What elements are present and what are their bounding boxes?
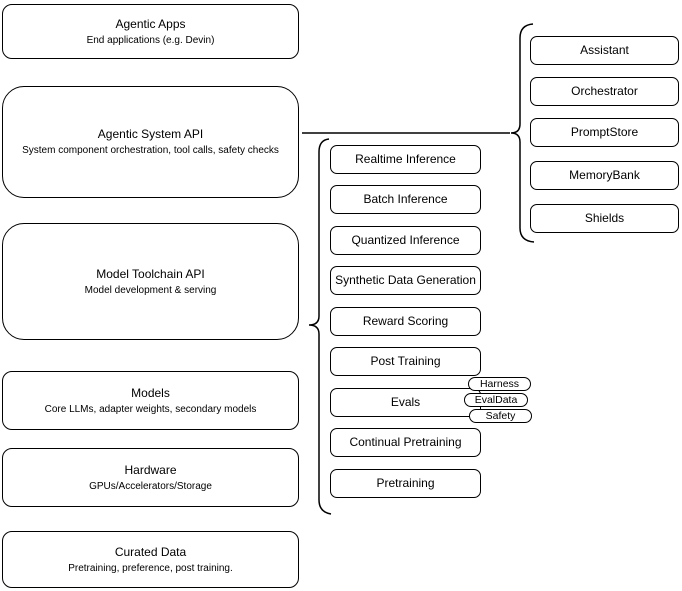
component-label: PromptStore bbox=[570, 125, 639, 139]
toolchain-item-evals: Evals bbox=[330, 388, 481, 417]
node-models-subtitle: Core LLMs, adapter weights, secondary mo… bbox=[44, 403, 257, 415]
node-model-toolchain-api: Model Toolchain API Model development & … bbox=[2, 223, 299, 340]
evals-tag-label: Safety bbox=[485, 409, 516, 422]
evals-tag-label: EvalData bbox=[474, 393, 518, 406]
node-models: Models Core LLMs, adapter weights, secon… bbox=[2, 371, 299, 430]
evals-tag-evaldata: EvalData bbox=[464, 393, 528, 407]
component-label: Orchestrator bbox=[571, 84, 638, 98]
component-label: Assistant bbox=[580, 43, 629, 57]
toolchain-item-pretraining: Pretraining bbox=[330, 469, 481, 498]
node-agentic-apps-title: Agentic Apps bbox=[115, 16, 186, 31]
toolchain-item-label: Pretraining bbox=[376, 476, 435, 490]
node-agentic-system-api-title: Agentic System API bbox=[97, 127, 204, 141]
toolchain-item-label: Quantized Inference bbox=[351, 233, 460, 247]
component-shields: Shields bbox=[530, 204, 679, 233]
toolchain-item-label: Realtime Inference bbox=[355, 152, 456, 166]
node-model-toolchain-api-subtitle: Model development & serving bbox=[84, 284, 217, 296]
system-components-brace bbox=[510, 23, 535, 243]
toolchain-item-post-training: Post Training bbox=[330, 347, 481, 376]
toolchain-item-label: Evals bbox=[390, 395, 421, 409]
toolchain-item-synthetic-data-generation: Synthetic Data Generation bbox=[330, 266, 481, 295]
node-curated-data-title: Curated Data bbox=[114, 544, 187, 559]
evals-tag-harness: Harness bbox=[468, 377, 531, 391]
toolchain-item-batch-inference: Batch Inference bbox=[330, 185, 481, 214]
toolchain-item-reward-scoring: Reward Scoring bbox=[330, 307, 481, 336]
node-agentic-system-api-subtitle: System component orchestration, tool cal… bbox=[22, 145, 279, 156]
toolchain-item-label: Reward Scoring bbox=[362, 314, 449, 328]
node-hardware: Hardware GPUs/Accelerators/Storage bbox=[2, 448, 299, 507]
node-agentic-apps: Agentic Apps End applications (e.g. Devi… bbox=[2, 4, 299, 59]
component-label: MemoryBank bbox=[569, 168, 640, 182]
component-memorybank: MemoryBank bbox=[530, 161, 679, 190]
toolchain-item-label: Post Training bbox=[370, 354, 441, 368]
toolchain-item-realtime-inference: Realtime Inference bbox=[330, 145, 481, 174]
node-agentic-apps-subtitle: End applications (e.g. Devin) bbox=[86, 34, 215, 46]
node-models-title: Models bbox=[131, 385, 170, 400]
component-label: Shields bbox=[584, 211, 625, 225]
node-curated-data-subtitle: Pretraining, preference, post training. bbox=[68, 562, 233, 574]
toolchain-item-quantized-inference: Quantized Inference bbox=[330, 226, 481, 255]
toolchain-brace bbox=[308, 138, 332, 515]
evals-tag-label: Harness bbox=[479, 377, 520, 390]
toolchain-item-label: Batch Inference bbox=[363, 192, 448, 206]
toolchain-item-label: Continual Pretraining bbox=[349, 435, 462, 449]
component-promptstore: PromptStore bbox=[530, 118, 679, 147]
component-assistant: Assistant bbox=[530, 36, 679, 65]
toolchain-item-continual-pretraining: Continual Pretraining bbox=[330, 428, 481, 457]
toolchain-item-label: Synthetic Data Generation bbox=[335, 273, 476, 287]
node-hardware-title: Hardware bbox=[124, 462, 177, 477]
node-hardware-subtitle: GPUs/Accelerators/Storage bbox=[89, 480, 212, 492]
evals-tag-safety: Safety bbox=[469, 409, 532, 423]
node-agentic-system-api: Agentic System API System component orch… bbox=[2, 86, 299, 198]
node-curated-data: Curated Data Pretraining, preference, po… bbox=[2, 531, 299, 588]
component-orchestrator: Orchestrator bbox=[530, 77, 679, 106]
node-model-toolchain-api-title: Model Toolchain API bbox=[96, 266, 205, 281]
